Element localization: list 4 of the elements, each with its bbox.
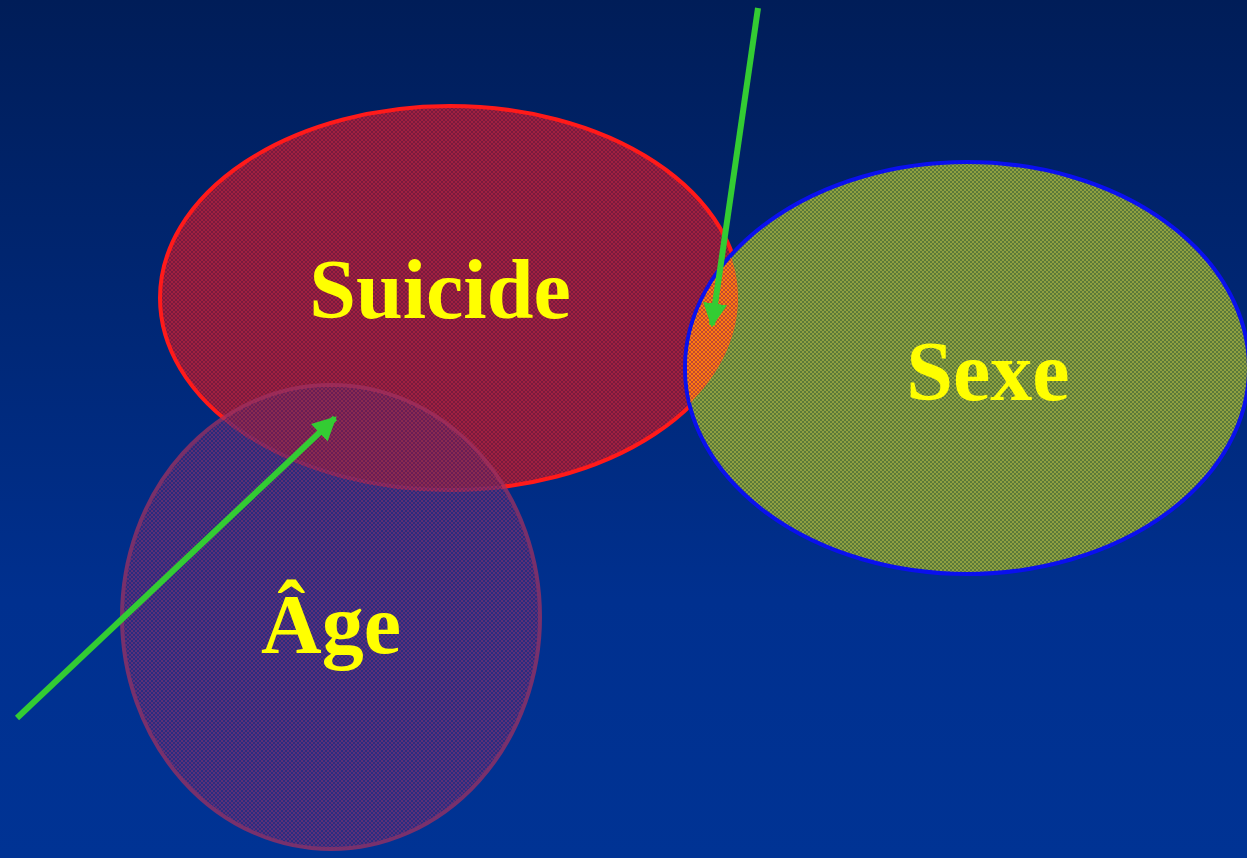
circle-label: Sexe bbox=[906, 330, 1070, 414]
circle-label: Suicide bbox=[309, 248, 571, 332]
arrow bbox=[703, 7, 761, 328]
arrow bbox=[14, 415, 338, 721]
